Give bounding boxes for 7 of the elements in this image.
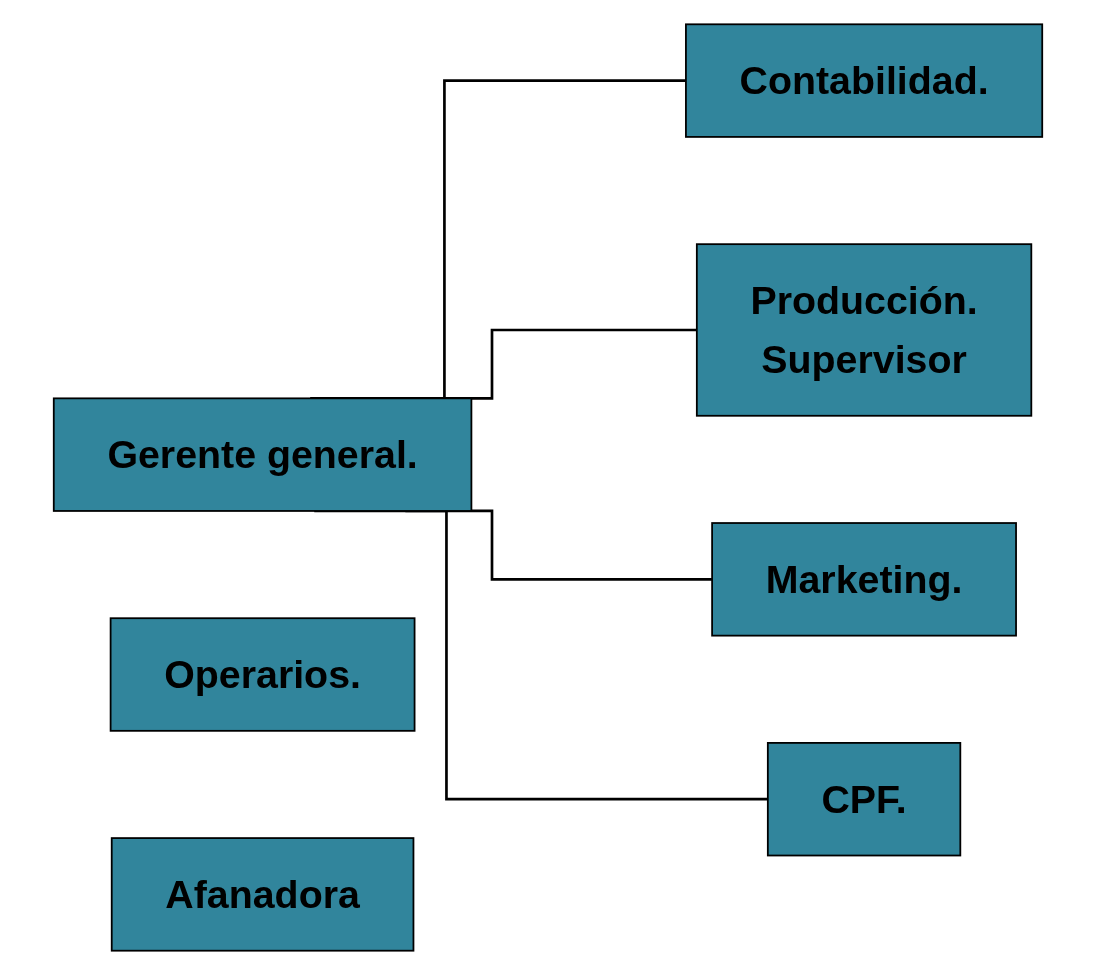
node-box: Afanadora <box>110 837 415 952</box>
node-box: Operarios. <box>109 617 416 732</box>
node-box: Producción. Supervisor <box>695 243 1033 417</box>
node-box: Marketing. <box>711 522 1017 637</box>
node-box: Contabilidad. <box>685 23 1044 138</box>
node-box: CPF. <box>766 742 962 857</box>
node-box: Gerente general. <box>52 397 473 512</box>
